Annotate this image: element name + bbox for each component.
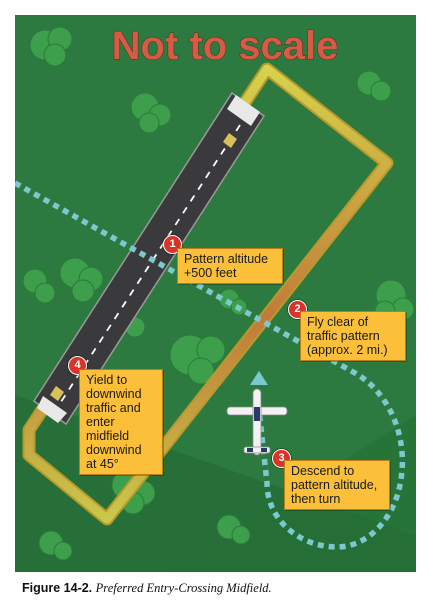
step-3-callout: Descend to pattern altitude, then turn (284, 460, 390, 510)
tree-icon (38, 530, 73, 561)
step-2-text: Fly clear of traffic pattern (approx. 2 … (307, 315, 388, 357)
tree-icon (218, 288, 248, 316)
trees (22, 26, 415, 561)
figure-number: Figure 14-2. (22, 581, 93, 595)
entry-path (15, 180, 406, 550)
caption-text: Preferred Entry-Crossing Midfield. (95, 581, 272, 595)
step-4-text: Yield to downwind traffic and enter midf… (86, 373, 142, 471)
entry-arrow-icon (250, 371, 268, 385)
step-3-text: Descend to pattern altitude, then turn (291, 464, 378, 506)
runway-number-marking (50, 386, 64, 401)
tree-icon (59, 257, 104, 303)
step-1-text: Pattern altitude +500 feet (184, 252, 269, 280)
tree-icon (130, 92, 172, 134)
tree-icon (29, 26, 73, 67)
runway (32, 91, 266, 426)
airplane-icon (226, 388, 288, 456)
runway-threshold-north (227, 95, 260, 126)
step-4-callout: Yield to downwind traffic and enter midf… (79, 369, 163, 475)
step-1-callout: Pattern altitude +500 feet (177, 248, 283, 284)
tree-icon (216, 514, 251, 545)
tree-icon (169, 334, 226, 385)
tree-icon (356, 70, 392, 102)
figure-caption: Figure 14-2. Preferred Entry-Crossing Mi… (22, 581, 272, 596)
runway-threshold-south (37, 396, 67, 423)
tree-icon (22, 268, 56, 304)
step-2-callout: Fly clear of traffic pattern (approx. 2 … (300, 311, 406, 361)
runway-number-marking (223, 133, 237, 148)
entry-diagram: Not to scale 1 Pattern altitude +500 fee… (15, 15, 416, 572)
diagram-title: Not to scale (112, 24, 339, 68)
